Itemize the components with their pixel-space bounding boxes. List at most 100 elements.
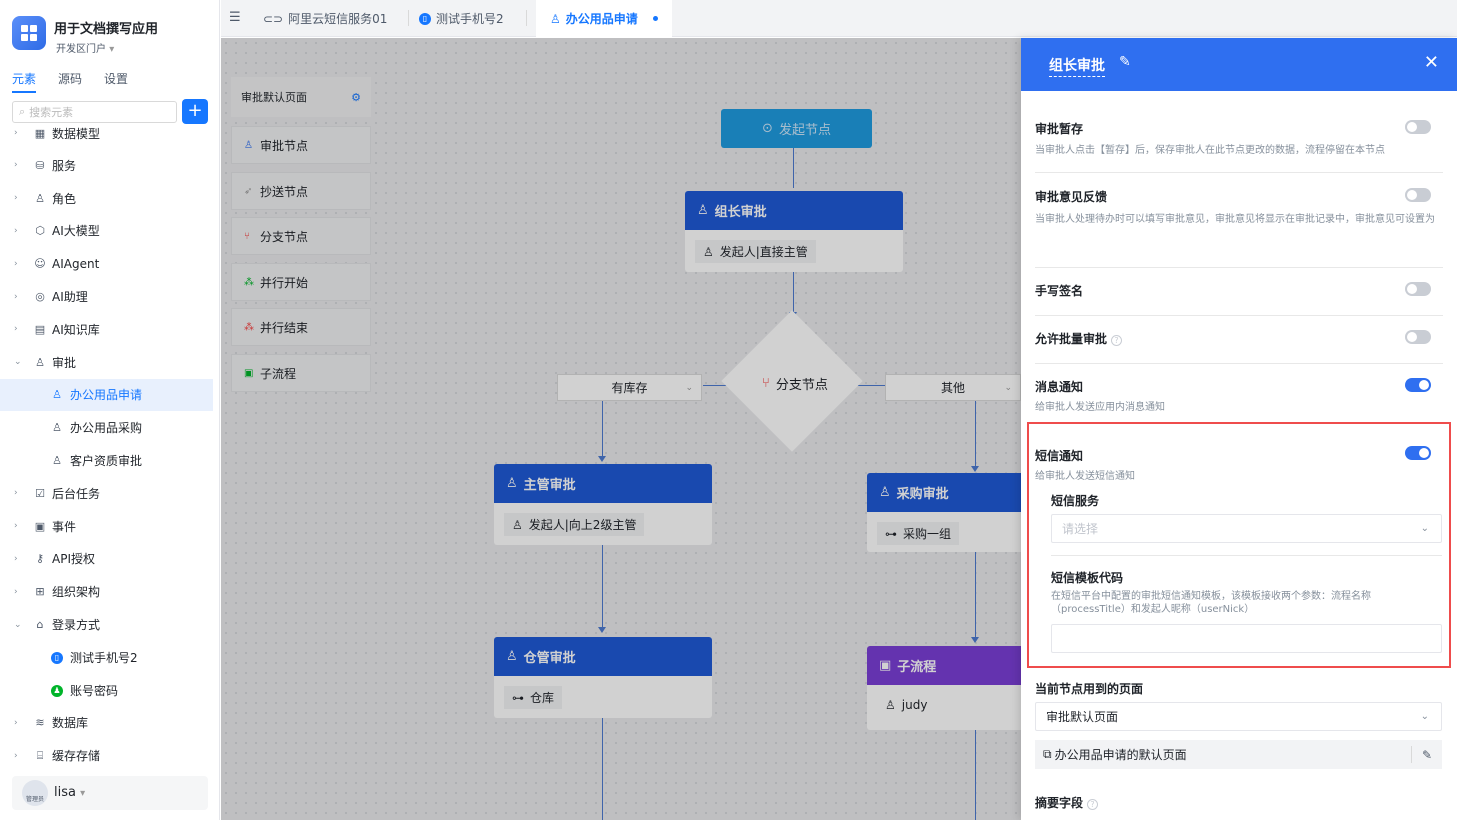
start-node[interactable]: ⊙发起节点	[721, 109, 872, 148]
tree-item-database[interactable]: ›≋数据库	[14, 716, 89, 731]
modal-overlay[interactable]	[221, 38, 1021, 820]
database-icon: ≋	[35, 716, 45, 730]
assignee-chip: ♙judy	[877, 695, 936, 715]
chevron-down-icon: ⌄	[1004, 382, 1012, 393]
search-icon: ⌕	[19, 105, 26, 118]
app-header[interactable]: 用于文档撰写应用 开发区门户 ▾	[12, 16, 212, 56]
ai-model-icon: ⬡	[35, 224, 45, 238]
tree-item-account-password[interactable]: ♟账号密码	[0, 674, 219, 707]
chevron-right-icon: ›	[14, 291, 18, 302]
service-icon: ⊂⊃	[263, 11, 284, 26]
highlight-box	[1027, 422, 1451, 668]
stamp-icon: ♙	[879, 485, 891, 500]
condition-has-stock[interactable]: 有库存⌄	[557, 374, 702, 401]
tree-item-org[interactable]: ›⊞组织架构	[14, 585, 101, 600]
collapse-sidebar-icon[interactable]: ☰	[229, 10, 241, 25]
palette-approval-node[interactable]: ♙审批节点	[231, 126, 371, 164]
sms-template-desc: 在短信平台中配置的审批短信通知模板，该模板接收两个参数：流程名称（process…	[1051, 591, 1371, 615]
signature-toggle[interactable]	[1405, 282, 1431, 296]
sms-toggle[interactable]	[1405, 446, 1431, 460]
batch-toggle[interactable]	[1405, 330, 1431, 344]
user-menu[interactable]: 管理员 lisa ▾	[12, 776, 208, 810]
tab-settings[interactable]: 设置	[104, 72, 129, 86]
page-select[interactable]: 审批默认页面⌄	[1035, 702, 1442, 731]
condition-other[interactable]: 其他⌄	[885, 374, 1021, 401]
role-icon: ♙	[35, 191, 45, 205]
help-icon[interactable]: ?	[1111, 335, 1123, 346]
search-input[interactable]: ⌕ 搜索元素	[12, 101, 177, 123]
element-tree: ›▦数据模型 ›⛁服务 ›♙角色 ›⬡AI大模型 ›☺AIAgent ›◎AI助…	[0, 117, 219, 772]
stamp-icon: ♙	[52, 388, 62, 402]
tree-item-api-auth[interactable]: ›⚷API授权	[14, 552, 95, 567]
edit-icon[interactable]: ✎	[1421, 747, 1432, 762]
opinion-toggle[interactable]	[1405, 188, 1431, 202]
arrow-icon	[971, 637, 979, 643]
sms-service-label: 短信服务	[1051, 494, 1100, 508]
branch-icon: ⑂	[762, 376, 770, 391]
tree-item-customer-approval[interactable]: ♙客户资质审批	[0, 444, 219, 477]
tree-item-event[interactable]: ›▣事件	[14, 519, 77, 534]
tree-item-background-task[interactable]: ›☑后台任务	[14, 486, 101, 501]
tab-elements[interactable]: 元素	[12, 70, 37, 93]
tree-item-data-model[interactable]: ›▦数据模型	[14, 126, 101, 141]
subflow-node[interactable]: ▣子流程 ♙judy	[867, 646, 1027, 730]
tree-item-test-phone[interactable]: ▯测试手机号2	[0, 641, 219, 674]
tab-aliyun-sms[interactable]: ⊂⊃阿里云短信服务01	[263, 11, 388, 27]
chevron-right-icon: ›	[14, 324, 18, 335]
tree-item-approval[interactable]: ⌄♙审批	[14, 355, 77, 370]
tree-item-ai-assistant[interactable]: ›◎AI助理	[14, 290, 88, 305]
stamp-icon: ♙	[244, 139, 253, 151]
assignee-chip: ♙发起人|直接主管	[695, 240, 816, 263]
palette-cc-node[interactable]: ➶抄送节点	[231, 172, 371, 210]
tree-item-ai-knowledge[interactable]: ›▤AI知识库	[14, 322, 100, 337]
palette-parallel-start[interactable]: ⁂并行开始	[231, 263, 371, 301]
sms-template-input[interactable]	[1051, 624, 1442, 653]
chevron-right-icon: ›	[14, 586, 18, 597]
tree-item-cache[interactable]: ›⌸缓存存储	[14, 748, 101, 764]
tree-item-service[interactable]: ›⛁服务	[14, 158, 77, 173]
tab-office-supply-request[interactable]: ♙办公用品申请	[536, 0, 672, 37]
app-subtitle[interactable]: 开发区门户 ▾	[56, 44, 115, 55]
connector	[793, 148, 794, 188]
draft-toggle[interactable]	[1405, 120, 1431, 134]
close-icon[interactable]: ✕	[1423, 52, 1439, 73]
chevron-right-icon: ›	[14, 553, 18, 564]
subflow-icon: ▣	[244, 367, 254, 379]
default-page-row[interactable]: ⧉办公用品申请的默认页面✎	[1035, 740, 1442, 769]
warehouse-approval-node[interactable]: ♙仓管审批 ⊶仓库	[494, 637, 712, 718]
tree-item-login[interactable]: ⌄⌂登录方式	[14, 618, 101, 633]
chevron-right-icon: ›	[14, 717, 18, 728]
sms-service-select[interactable]: 请选择⌄	[1051, 514, 1442, 543]
palette-branch-node[interactable]: ⑂分支节点	[231, 217, 371, 255]
tab-source[interactable]: 源码	[58, 72, 83, 86]
manager-approval-node[interactable]: ♙主管审批 ♙发起人|向上2级主管	[494, 464, 712, 545]
edit-icon[interactable]: ✎	[1119, 54, 1131, 70]
node-settings-panel: 组长审批 ✎ ✕	[1021, 38, 1457, 820]
side-tabs: 元素 源码 设置	[12, 70, 128, 93]
tab-test-phone[interactable]: ▯测试手机号2	[419, 0, 504, 37]
palette-parallel-end[interactable]: ⁂并行结束	[231, 308, 371, 346]
tree-item-office-supply-request[interactable]: ♙办公用品申请	[0, 378, 213, 412]
tree-item-office-supply-purchase[interactable]: ♙办公用品采购	[0, 411, 219, 444]
tree-item-ai-model[interactable]: ›⬡AI大模型	[14, 224, 100, 239]
panel-title[interactable]: 组长审批	[1049, 55, 1105, 77]
assignee-chip: ⊶仓库	[504, 686, 563, 709]
chevron-right-icon: ›	[14, 488, 18, 499]
gear-icon[interactable]: ⚙	[351, 91, 361, 104]
stamp-icon: ♙	[52, 421, 62, 435]
leader-approval-node[interactable]: ♙组长审批 ♙发起人|直接主管	[685, 191, 903, 272]
help-icon[interactable]: ?	[1087, 799, 1099, 810]
connector	[602, 718, 603, 820]
tree-item-aiagent[interactable]: ›☺AIAgent	[14, 256, 100, 271]
palette-subflow[interactable]: ▣子流程	[231, 354, 371, 392]
chevron-right-icon: ›	[14, 128, 18, 138]
chevron-down-icon: ⌄	[685, 382, 693, 393]
branch-icon: ⑂	[244, 230, 250, 242]
purchase-approval-node[interactable]: ♙采购审批 ⊶采购一组	[867, 473, 1027, 552]
add-element-button[interactable]: +	[182, 99, 208, 124]
message-toggle[interactable]	[1405, 378, 1431, 392]
chevron-down-icon: ⌄	[1420, 711, 1429, 722]
connector	[602, 545, 603, 631]
task-icon: ☑	[35, 486, 45, 500]
tree-item-role[interactable]: ›♙角色	[14, 191, 77, 206]
